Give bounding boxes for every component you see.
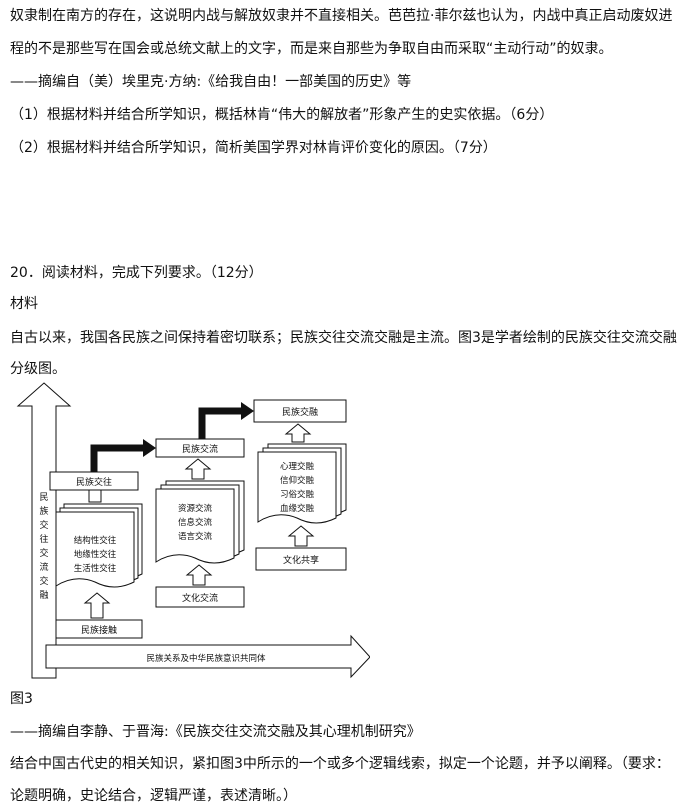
question-2: （2）根据材料并结合所学知识，简析美国学界对林肯评价变化的原因。（7分） (10, 140, 497, 156)
question-1: （1）根据材料并结合所学知识，概括林肯“伟大的解放者”形象产生的史实依据。（6分… (10, 107, 554, 123)
contact-box (55, 619, 143, 639)
fusion-item: 信仰交融 (280, 475, 315, 486)
source-citation: ——摘编自李静、于晋海:《民族交往交流交融及其心理机制研究》 (10, 724, 421, 740)
material-paragraph: 自古以来，我国各民族之间保持着密切联系；民族交往交流交融是主流。图3是学者绘制的… (10, 330, 677, 346)
vertical-axis-arrow (16, 382, 72, 679)
svg-text:民族交流: 民族交流 (182, 443, 218, 455)
fusion-item: 血缘交融 (280, 503, 315, 514)
source-citation: ——摘编自（美）埃里克·方纳:《给我自由！一部美国的历史》等 (10, 74, 412, 90)
progress-arrow (90, 444, 144, 472)
svg-text:民族交融: 民族交融 (282, 406, 318, 418)
interaction-item: 地缘性交往 (74, 549, 117, 560)
exchange-item: 信息交流 (178, 517, 213, 528)
fusion-box (253, 399, 347, 423)
up-arrow (287, 525, 315, 547)
task-text: 结合中国古代史的相关知识，紧扣图3中所示的一个或多个逻辑线索，拟定一个论题，并予… (10, 756, 670, 772)
interaction-stack (55, 503, 143, 588)
material-paragraph: 分级图。 (10, 361, 66, 377)
figure-caption: 图3 (10, 691, 33, 707)
exchange-stack (155, 480, 245, 564)
fusion-stack (257, 443, 347, 524)
cultural-exchange-box (155, 586, 245, 608)
interaction-item: 生活性交往 (74, 563, 117, 574)
passage-line: 程的不是那些写在国会或总统文献上的文字，而是来自那些为争取自由而采取“主动行动”… (10, 41, 613, 57)
task-text: 论题明确，史论结合，逻辑严谨，表述清晰。） (10, 788, 297, 804)
up-arrow (184, 458, 212, 480)
interaction-item: 结构性交往 (74, 535, 117, 546)
horizontal-axis-label: 民族关系及中华民族意识共同体 (146, 653, 266, 664)
exchange-item: 语言交流 (178, 531, 213, 542)
svg-text:民族接触: 民族接触 (81, 624, 117, 636)
svg-text:民族交往: 民族交往 (76, 476, 112, 488)
svg-text:民族交往交流交融: 民族交往交流交融 (39, 492, 48, 601)
question-20-heading: 20．阅读材料，完成下列要求。（12分） (10, 265, 263, 281)
vertical-axis-label: 民族交往交流交融 (39, 492, 48, 601)
up-arrow (185, 564, 213, 586)
passage-line: 奴隶制在南方的存在，这说明内战与解放奴隶并不直接相关。芭芭拉·菲尔兹也认为，内战… (10, 8, 673, 24)
up-arrow (83, 592, 111, 619)
fusion-item: 心理交融 (280, 461, 315, 472)
svg-text:文化共享: 文化共享 (283, 554, 319, 566)
fusion-item: 习俗交融 (280, 489, 315, 500)
material-label: 材料 (10, 296, 38, 312)
horizontal-axis-arrow (45, 634, 370, 679)
exchange-item: 资源交流 (178, 503, 213, 514)
cultural-sharing-box (255, 547, 347, 571)
up-arrow (284, 423, 312, 443)
svg-text:文化交流: 文化交流 (182, 592, 218, 604)
progress-arrow (198, 407, 242, 439)
ethnic-interaction-diagram: 民族交往交流交融 民族关系及中华民族意识共同体 民族接触 结构性交往 地缘性交往… (16, 382, 370, 679)
